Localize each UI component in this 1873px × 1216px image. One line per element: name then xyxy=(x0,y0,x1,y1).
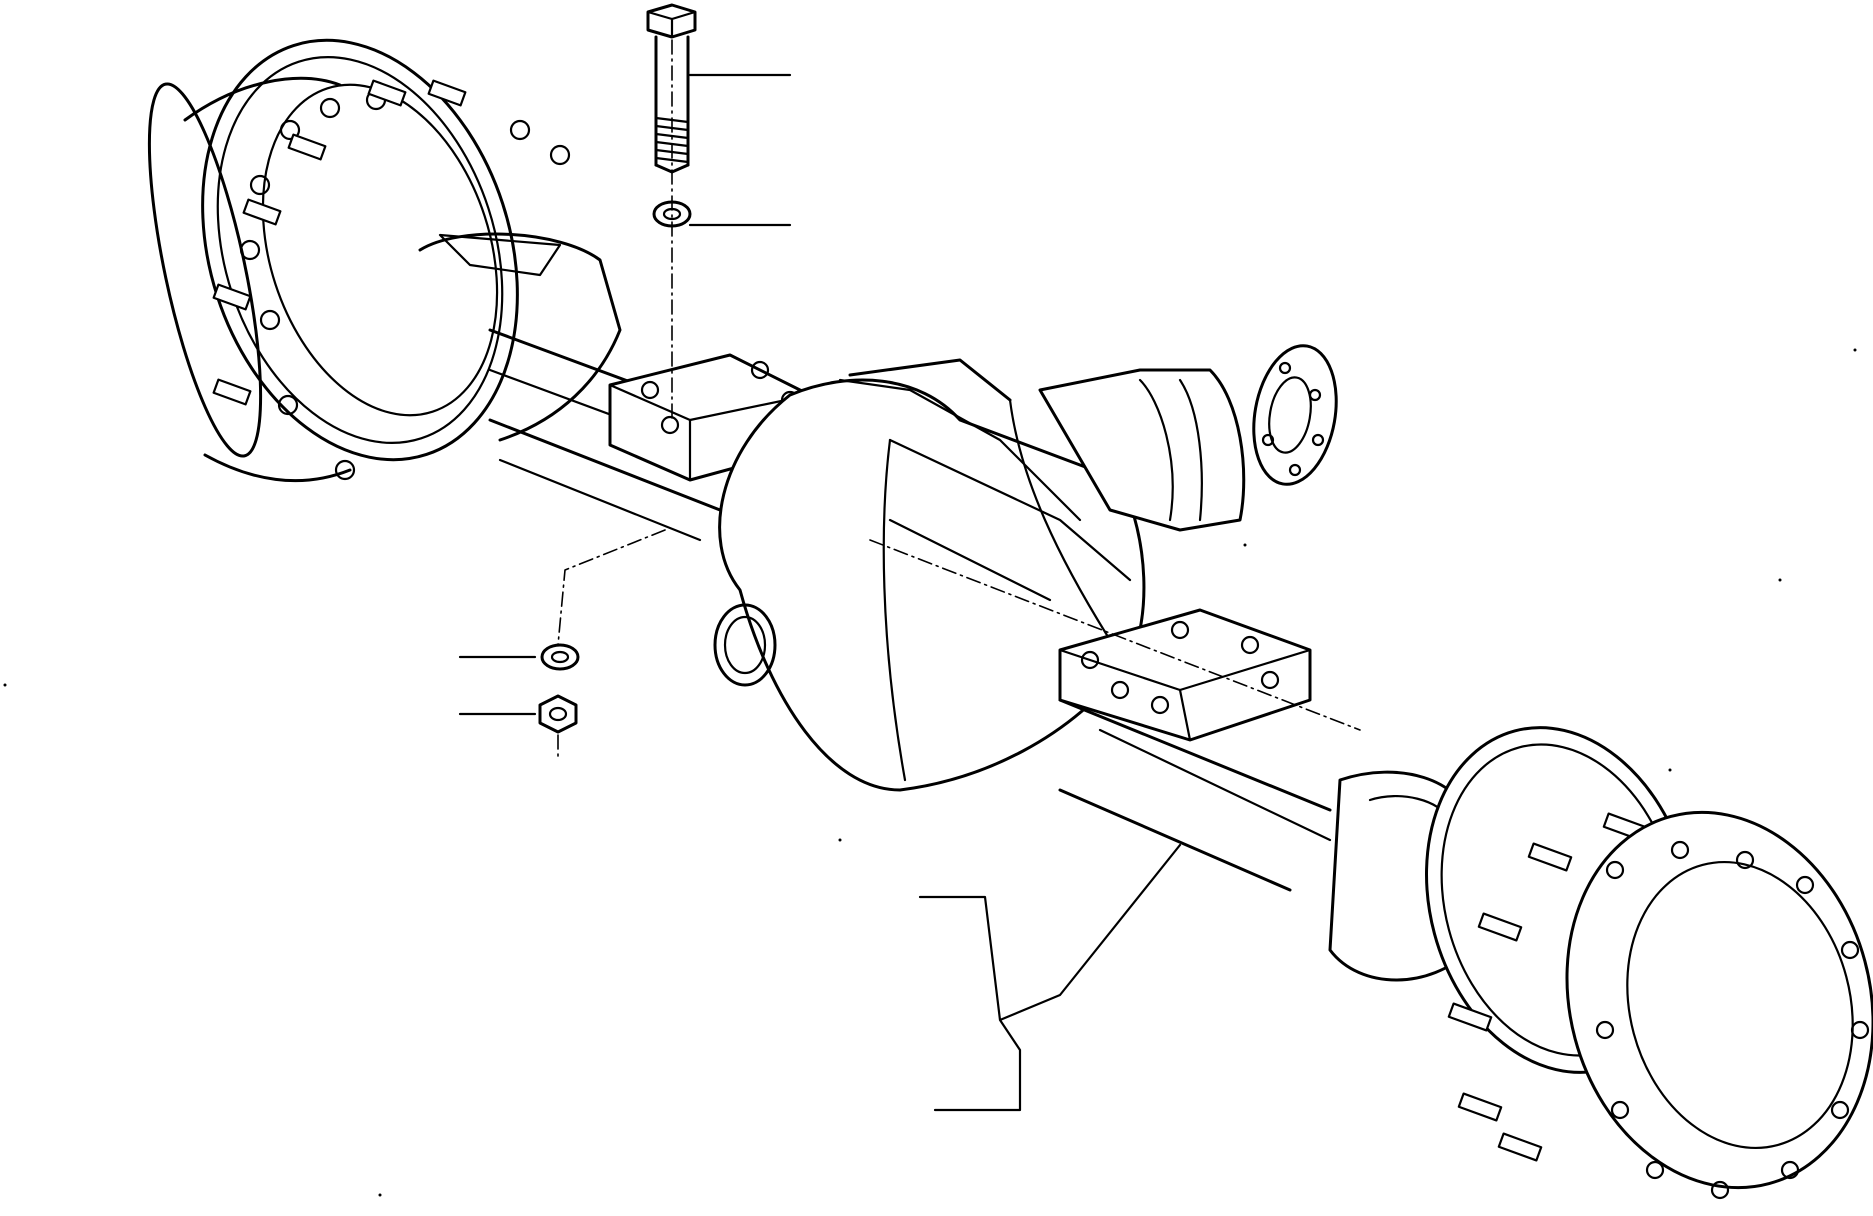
drum-holes xyxy=(1595,840,1870,1200)
hex-nut xyxy=(538,694,578,734)
right-wheel-hub xyxy=(1328,726,1873,1200)
left-wheel-hub xyxy=(147,38,622,483)
assembly-center-lines xyxy=(557,39,1361,761)
scan-specks xyxy=(3,348,1857,1197)
flange-bolt-holes xyxy=(239,89,571,481)
axle-assembly-leader xyxy=(918,843,1182,1112)
lock-washer-bottom xyxy=(540,643,580,671)
differential-housing xyxy=(713,358,1146,792)
callout-leaders xyxy=(458,73,1182,1112)
wheel-studs xyxy=(212,79,467,406)
pinion-input-flange xyxy=(1038,344,1338,532)
axle-beam-right xyxy=(1058,608,1332,892)
